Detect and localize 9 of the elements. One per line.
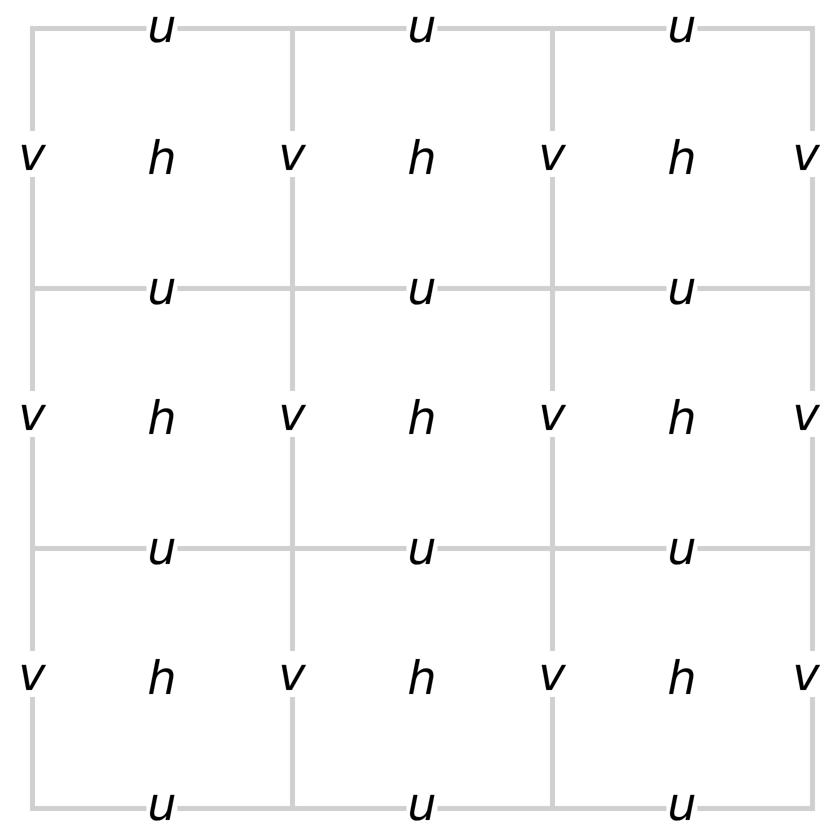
cell-variable: h — [407, 135, 437, 181]
cell-variable: h — [147, 655, 177, 701]
cell-variable: h — [667, 395, 697, 441]
cell-variable: h — [147, 135, 177, 181]
cell-variable: h — [667, 135, 697, 181]
cell-variable: h — [147, 395, 177, 441]
cell-variable: h — [407, 395, 437, 441]
cell-variable: h — [407, 655, 437, 701]
cell-variable: h — [667, 655, 697, 701]
